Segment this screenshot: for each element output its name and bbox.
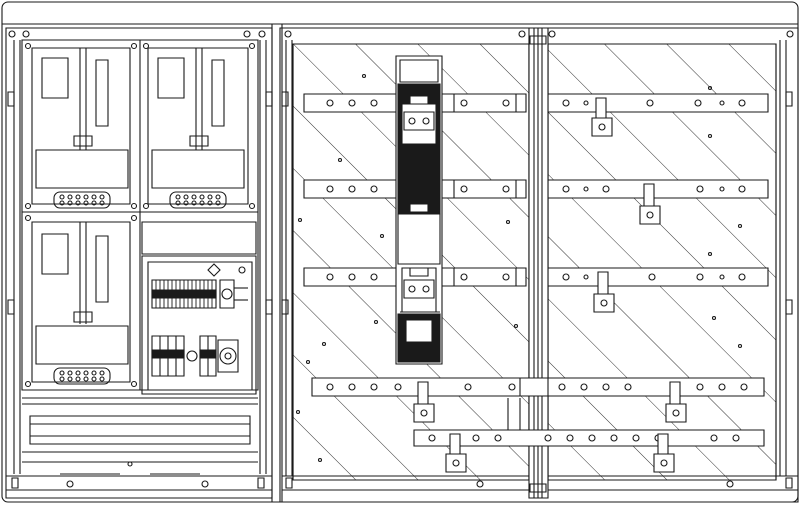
lower-busbar-1 bbox=[312, 378, 764, 396]
meter-slot bbox=[212, 60, 224, 126]
side-posts bbox=[8, 40, 792, 476]
center-door-post bbox=[529, 28, 548, 498]
busbar-clamps-right bbox=[592, 98, 660, 312]
meter-display-window bbox=[42, 234, 68, 274]
meter-panel-1 bbox=[32, 48, 130, 208]
meter-display-window bbox=[158, 58, 184, 98]
scatter-holes-mid bbox=[297, 75, 518, 462]
scatter-holes-right bbox=[709, 87, 742, 348]
meter-slot bbox=[96, 236, 108, 302]
lower-busbar-2 bbox=[414, 398, 764, 446]
terminal-strip bbox=[54, 192, 110, 208]
busbar-compartment-right bbox=[548, 44, 776, 480]
terminal-strip bbox=[54, 368, 110, 384]
meter-slot bbox=[96, 60, 108, 126]
panel-corner-bolts bbox=[26, 44, 255, 387]
meter-compartment bbox=[22, 40, 258, 474]
busbar-row-r1 bbox=[548, 94, 768, 112]
lower-busbar-clamps bbox=[414, 382, 686, 472]
cable-channel bbox=[22, 398, 258, 474]
meter-panel-3 bbox=[32, 222, 130, 384]
busbar-row-r3 bbox=[548, 268, 768, 286]
meter-panel-2 bbox=[148, 48, 248, 208]
top-rail-bolts bbox=[9, 31, 793, 37]
busbar-row-r2 bbox=[548, 180, 768, 198]
meter-display-window bbox=[42, 58, 68, 98]
fuse-switch-disconnector bbox=[396, 56, 442, 364]
breaker-group bbox=[152, 336, 238, 376]
din-terminal-block bbox=[152, 280, 216, 308]
terminal-strip bbox=[170, 192, 226, 208]
breaker-panel bbox=[142, 222, 256, 394]
